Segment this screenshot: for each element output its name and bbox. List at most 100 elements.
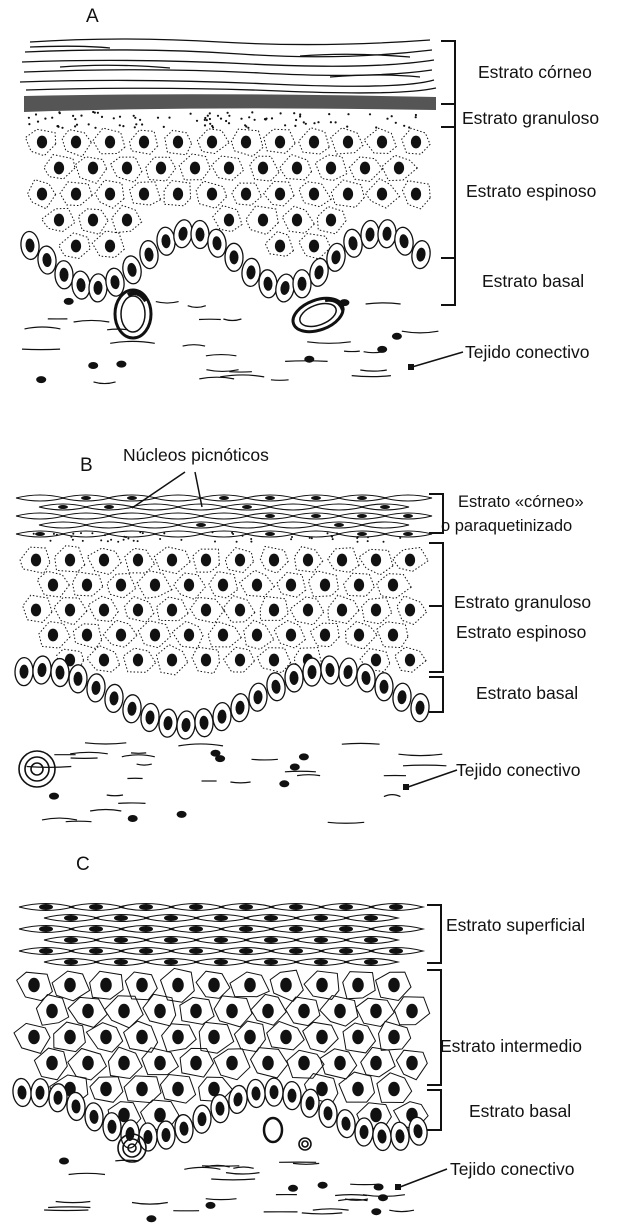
granule	[196, 120, 198, 122]
cell-nucleus	[207, 136, 217, 149]
fibroblast	[318, 1182, 328, 1189]
granule	[123, 539, 125, 541]
cell-nucleus	[100, 1030, 112, 1044]
cell-nucleus	[239, 904, 253, 910]
cell-nucleus	[339, 926, 353, 932]
granule	[33, 533, 35, 535]
cell-nucleus	[28, 1030, 40, 1044]
flattened-cell	[62, 531, 110, 537]
cell-nucleus	[303, 554, 313, 567]
cell-nucleus	[226, 1056, 238, 1070]
panel-c-brackets	[427, 905, 441, 1130]
cell-nucleus	[167, 554, 177, 567]
flattened-cell	[16, 513, 64, 519]
flattened-cell	[85, 522, 133, 528]
granule	[134, 117, 136, 119]
cell-nucleus	[122, 162, 132, 175]
granule	[331, 536, 333, 538]
granule	[265, 118, 267, 120]
cell-nucleus	[136, 1030, 148, 1044]
cell-nucleus	[235, 604, 245, 617]
fibroblast	[116, 361, 126, 368]
granule	[157, 117, 159, 119]
cell-nucleus	[352, 1082, 364, 1096]
cell-nucleus	[89, 926, 103, 932]
cell-nucleus	[389, 904, 403, 910]
cell-nucleus	[64, 978, 76, 992]
granule	[28, 117, 30, 119]
pyknotic-nucleus	[403, 514, 413, 518]
cell-nucleus	[214, 915, 228, 921]
granule	[91, 532, 93, 534]
fibroblast	[279, 780, 289, 787]
granule	[53, 533, 55, 535]
flattened-cell	[384, 495, 432, 501]
cell-nucleus	[37, 136, 47, 149]
cell-nucleus	[309, 188, 319, 201]
flattened-cell	[131, 522, 179, 528]
cell-nucleus	[258, 214, 268, 227]
cell-nucleus	[64, 1030, 76, 1044]
granule	[299, 113, 301, 115]
cell-nucleus	[31, 554, 41, 567]
cell-nucleus	[99, 604, 109, 617]
cell-nucleus	[309, 136, 319, 149]
cell-nucleus	[269, 604, 279, 617]
cell-nucleus	[275, 188, 285, 201]
granule	[336, 532, 338, 534]
fibroblast	[299, 753, 309, 760]
panel-a-cells	[20, 128, 432, 304]
cell-nucleus	[190, 1004, 202, 1018]
flattened-cell	[315, 504, 363, 510]
panel-a-label-spinosum: Estrato espinoso	[466, 181, 596, 202]
cell-nucleus	[114, 959, 128, 965]
cell-nucleus	[405, 554, 415, 567]
cell-nucleus	[139, 948, 153, 954]
cell-nucleus	[224, 214, 234, 227]
granule	[72, 533, 74, 535]
cell-nucleus	[105, 188, 115, 201]
cell-nucleus	[89, 904, 103, 910]
cell-nucleus	[139, 136, 149, 149]
cell-nucleus	[116, 629, 126, 642]
cell-nucleus	[46, 1004, 58, 1018]
granule	[327, 532, 329, 534]
cell-nucleus	[252, 579, 262, 592]
cell-nucleus	[286, 629, 296, 642]
panel-b-label-granulosum: Estrato granuloso	[454, 592, 591, 613]
cell-nucleus	[190, 162, 200, 175]
granule	[88, 123, 90, 125]
panel-a-label-corneum: Estrato córneo	[478, 62, 592, 83]
basal-cell-nucleus	[379, 680, 388, 694]
pyknotic-nucleus	[58, 505, 68, 509]
granule	[82, 540, 84, 542]
pyknotic-nucleus	[311, 496, 321, 500]
granule	[119, 116, 121, 118]
granule	[391, 115, 393, 117]
cell-nucleus	[239, 948, 253, 954]
granule	[204, 117, 206, 119]
granule	[204, 119, 206, 121]
cell-nucleus	[71, 136, 81, 149]
cell-nucleus	[275, 136, 285, 149]
cell-nucleus	[339, 948, 353, 954]
cell-nucleus	[39, 948, 53, 954]
panel-a-label-connective: Tejido conectivo	[465, 342, 590, 363]
granule	[225, 120, 227, 122]
cell-nucleus	[118, 1056, 130, 1070]
cell-nucleus	[88, 162, 98, 175]
cell-nucleus	[64, 937, 78, 943]
granule	[367, 536, 369, 538]
cell-nucleus	[82, 629, 92, 642]
granule	[139, 119, 141, 121]
cell-nucleus	[54, 214, 64, 227]
fibroblast	[64, 298, 74, 305]
granule	[139, 531, 141, 533]
flattened-cell	[108, 513, 156, 519]
cell-nucleus	[316, 1030, 328, 1044]
granule	[180, 539, 182, 541]
cell-nucleus	[122, 214, 132, 227]
granule	[207, 115, 209, 117]
granule	[356, 537, 358, 539]
granule	[190, 113, 192, 115]
